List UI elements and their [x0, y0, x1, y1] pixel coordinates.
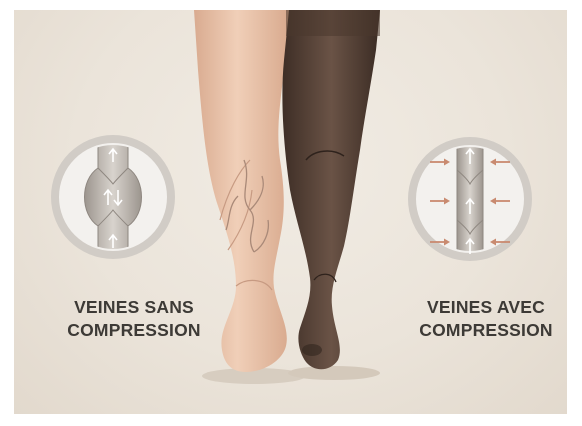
illustration-frame: VEINES SANS COMPRESSION VEINES AVEC COMP…: [14, 10, 567, 414]
compression-stocking-leg: [282, 10, 380, 369]
caption-line: COMPRESSION: [34, 319, 234, 342]
caption-line: VEINES SANS: [34, 296, 234, 319]
foot-shadow-right: [288, 366, 380, 380]
caption-with-compression: VEINES AVEC COMPRESSION: [386, 296, 567, 342]
vein-with-compression-circle: [408, 137, 532, 262]
caption-line: VEINES AVEC: [386, 296, 567, 319]
caption-line: COMPRESSION: [386, 319, 567, 342]
caption-without-compression: VEINES SANS COMPRESSION: [34, 296, 234, 342]
vein-without-compression-circle: [51, 135, 175, 259]
compression-illustration: [14, 10, 567, 414]
